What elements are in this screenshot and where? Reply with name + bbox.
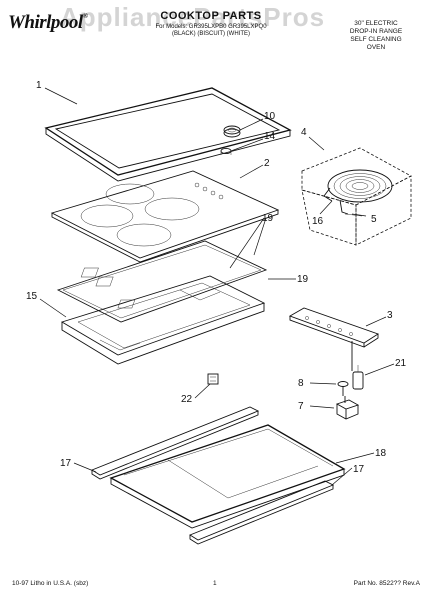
callout-16: 16 [312, 216, 324, 227]
print-info: 10-97 Litho in U.S.A. (sbz) [12, 580, 89, 587]
callout-1: 1 [36, 80, 42, 91]
color-list: (BLACK) (BISCUIT) (WHITE) [172, 31, 250, 37]
callout-4: 4 [301, 127, 307, 138]
part-22-clip [207, 373, 219, 385]
part-7-infinite-switch [335, 396, 360, 420]
callout-19-right: 19 [297, 274, 309, 285]
brand-logo: Whirlpool® [8, 12, 88, 33]
part-17-rail-left [91, 406, 260, 480]
model-list: For Models: GR395LXPB0 GR395LXPQ0 [155, 24, 267, 30]
callout-10: 10 [264, 111, 276, 122]
desc-line: 30" ELECTRIC [354, 20, 398, 27]
part-17-rail-right [189, 480, 335, 545]
callout-15: 15 [26, 291, 38, 302]
part-10-knob [223, 125, 241, 138]
desc-line: DROP-IN RANGE [349, 28, 403, 35]
part-19-gasket [56, 240, 268, 323]
page-title: COOKTOP PARTS [160, 10, 262, 22]
callout-17-left: 17 [60, 458, 72, 469]
callout-18: 18 [375, 448, 387, 459]
desc-line: SELF CLEANING [350, 36, 402, 43]
callout-19-top: 19 [262, 213, 274, 224]
brand-name: Whirlpool [8, 12, 83, 33]
title-block: COOKTOP PARTS For Models: GR395LXPB0 GR3… [118, 10, 304, 37]
callout-22: 22 [181, 394, 193, 405]
part-4-element-group [301, 147, 412, 246]
callout-2: 2 [264, 158, 270, 169]
product-description: 30" ELECTRIC DROP-IN RANGE SELF CLEANING… [330, 20, 422, 52]
part-frame [44, 87, 292, 182]
callout-8: 8 [298, 378, 304, 389]
part-number: Part No. 8522?? Rev.A [353, 580, 420, 587]
callout-7: 7 [298, 401, 304, 412]
part-15-burner-box [60, 267, 266, 365]
callout-3: 3 [387, 310, 393, 321]
part-18-tray [109, 424, 346, 529]
part-2-glass-top [50, 170, 280, 263]
part-3-control-bracket [288, 307, 380, 371]
callout-5: 5 [371, 214, 377, 225]
leader-lines [39, 87, 395, 486]
watermark: AppliancePartsPros [60, 2, 326, 32]
part-8-spacer [337, 381, 349, 396]
desc-line: OVEN [366, 44, 386, 51]
callout-numbers: 1 10 14 2 4 16 5 19 19 15 3 21 8 7 22 17… [26, 80, 407, 475]
callout-17-right: 17 [353, 464, 365, 475]
callout-14: 14 [264, 131, 276, 142]
part-21-switch [352, 365, 364, 390]
callout-21: 21 [395, 358, 407, 369]
page-number: 1 [213, 580, 217, 587]
